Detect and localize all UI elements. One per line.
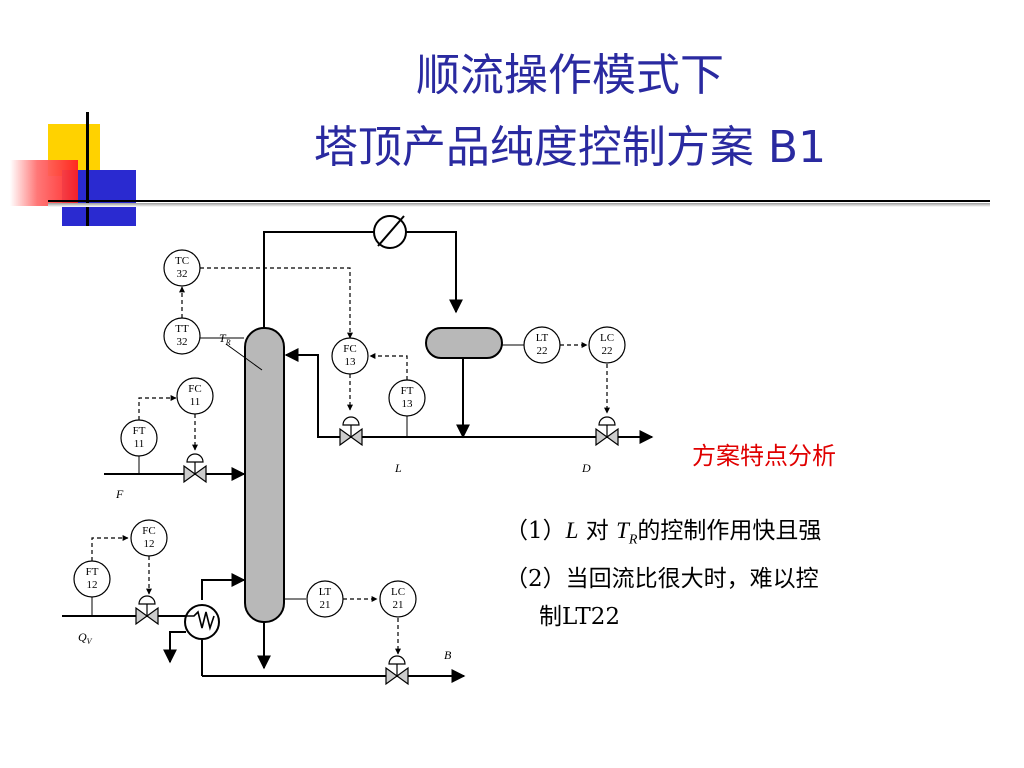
analysis-point-1: （1）L 对 TR的控制作用快且强 <box>505 512 965 560</box>
svg-text:32: 32 <box>177 268 188 280</box>
svg-text:11: 11 <box>134 438 145 450</box>
instrument-ft11: FT 11 <box>120 419 158 457</box>
svg-text:LT: LT <box>536 332 549 344</box>
svg-text:FT: FT <box>86 566 99 578</box>
deco-square-red <box>10 160 78 206</box>
svg-text:FC: FC <box>188 383 201 395</box>
label-tr: TR <box>219 331 231 347</box>
instrument-ft13: FT 13 <box>388 379 426 417</box>
page-title-line-2: 塔顶产品纯度控制方案 B1 <box>313 122 827 173</box>
svg-text:21: 21 <box>320 599 331 611</box>
valve-bottoms-icon <box>385 655 409 686</box>
svg-text:13: 13 <box>345 356 357 368</box>
point-1-tsub: R <box>628 532 638 548</box>
deco-horizontal-rule-fade <box>48 203 990 207</box>
analysis-point-2: （2）当回流比很大时，难以控 <box>505 565 819 592</box>
instrument-lt22: LT 22 <box>523 326 561 364</box>
svg-text:11: 11 <box>190 396 201 408</box>
instrument-fc11: FC 11 <box>176 377 214 415</box>
point-1-suffix: 的控制作用快且强 <box>637 518 822 544</box>
distillation-column <box>244 327 285 623</box>
analysis-heading: 方案特点分析 <box>692 442 836 470</box>
svg-text:LT: LT <box>319 586 332 598</box>
reflux-accumulator <box>425 327 503 359</box>
label-bottoms: B <box>444 648 452 662</box>
instrument-fc13: FC 13 <box>331 337 369 375</box>
sensor-connections <box>91 337 524 616</box>
instrument-fc12: FC 12 <box>130 519 168 557</box>
svg-text:LC: LC <box>391 586 405 598</box>
point-1-mid: 对 <box>578 518 617 544</box>
svg-text:FT: FT <box>133 425 146 437</box>
point-1-prefix: （1） <box>505 518 566 544</box>
deco-vertical-rule <box>86 112 89 226</box>
instrument-lc22: LC 22 <box>588 326 626 364</box>
instrument-tc32: TC 32 <box>163 249 201 287</box>
point-1-var: L <box>565 518 579 543</box>
svg-text:22: 22 <box>537 345 548 357</box>
svg-text:TT: TT <box>175 323 189 335</box>
svg-text:22: 22 <box>602 345 613 357</box>
svg-text:13: 13 <box>402 398 414 410</box>
label-feed: F <box>115 487 124 501</box>
svg-text:FC: FC <box>142 525 155 537</box>
svg-text:FT: FT <box>401 385 414 397</box>
valve-distillate-icon <box>595 416 619 447</box>
svg-text:TC: TC <box>175 255 189 267</box>
deco-horizontal-rule <box>48 200 990 202</box>
svg-text:FC: FC <box>343 343 356 355</box>
svg-text:12: 12 <box>144 538 155 550</box>
label-reflux: L <box>394 461 402 475</box>
instrument-lt21: LT 21 <box>306 580 344 618</box>
label-steam: QV <box>78 630 93 646</box>
valve-reflux-icon <box>339 416 363 447</box>
signal-lines <box>91 267 610 655</box>
process-lines <box>62 231 654 683</box>
valve-feed-icon <box>183 453 207 484</box>
valve-steam-icon <box>135 595 159 626</box>
page-title-line-1: 顺流操作模式下 <box>416 50 724 101</box>
reboiler-icon <box>184 604 220 640</box>
instrument-tt32: TT 32 <box>163 317 201 355</box>
svg-text:32: 32 <box>177 336 188 348</box>
condenser-icon <box>373 215 407 249</box>
instrument-lc21: LC 21 <box>379 580 417 618</box>
instrument-ft12: FT 12 <box>73 560 111 598</box>
label-distillate: D <box>581 461 591 475</box>
svg-text:21: 21 <box>393 599 404 611</box>
point-1-tvar: T <box>616 518 629 543</box>
analysis-points: （1）L 对 TR的控制作用快且强 （2）当回流比很大时，难以控 制LT22 <box>505 512 965 636</box>
svg-text:12: 12 <box>87 579 98 591</box>
svg-text:LC: LC <box>600 332 614 344</box>
analysis-point-2-cont: 制LT22 <box>539 603 621 630</box>
